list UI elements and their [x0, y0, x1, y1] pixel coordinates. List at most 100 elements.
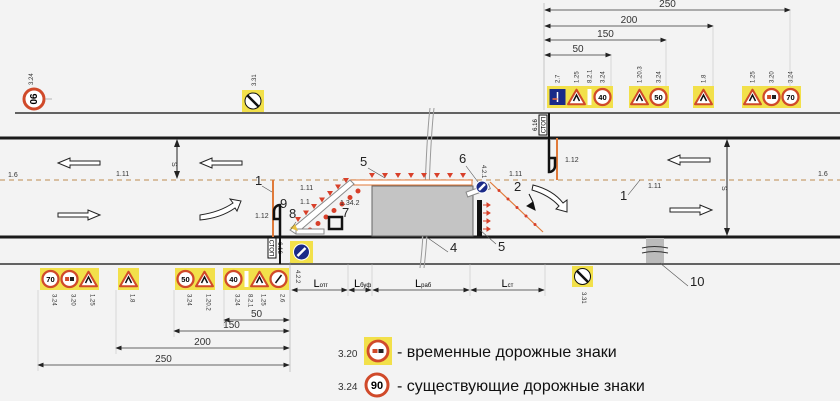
road-narrows-sign	[630, 88, 649, 106]
cone-icon	[369, 173, 375, 178]
no-overtaking-icon	[762, 87, 781, 107]
cone-icon	[447, 173, 453, 178]
cone-icon	[483, 202, 491, 208]
sign-code-label: 1.20.2	[205, 294, 211, 311]
cone-icon	[460, 173, 466, 178]
yield-to-oncoming-sign	[269, 269, 288, 289]
sign-code-label: 3.24	[234, 294, 240, 306]
length-subscript: отг	[320, 283, 329, 289]
legend-existing: 90	[364, 372, 390, 398]
length-label: Lраб	[415, 278, 432, 290]
end-of-restrictions-sign	[574, 268, 591, 285]
callout-leader	[261, 185, 273, 193]
marking-label-m16-right: 1.6	[818, 171, 828, 178]
marking-label-m112-left: 1.12	[255, 213, 269, 220]
sign-code-label: 3.24	[29, 73, 35, 85]
sign-4-2-2	[290, 241, 313, 263]
cone-icon	[524, 214, 528, 218]
sign-code-label: 4.2.1	[480, 165, 486, 179]
arrow-icon	[296, 247, 307, 257]
cone-icon	[515, 206, 519, 209]
arrow-icon	[274, 274, 283, 284]
speed-value: 50	[181, 275, 189, 284]
lane-direction-arrow-icon	[56, 157, 101, 169]
barrier-block	[295, 228, 325, 235]
callout-leader	[465, 165, 479, 183]
road-works-sign	[250, 270, 269, 288]
road-works-sign	[743, 88, 762, 106]
no-overtaking-icon	[366, 339, 390, 363]
cone-icon	[483, 210, 491, 216]
car-red-icon	[65, 277, 70, 281]
priority-over-oncoming-sign	[549, 89, 566, 105]
length-letter: L	[415, 278, 421, 290]
speed-limit-icon	[41, 269, 60, 289]
marking-label-m112-right: 1.12	[565, 157, 579, 164]
speed-value: 70	[786, 93, 794, 102]
dimension-top-2-label: 150	[597, 29, 614, 40]
cone-icon	[434, 173, 440, 178]
lane-direction-arrow-icon	[198, 157, 243, 169]
signal-light-unit-icon	[327, 215, 344, 231]
speed-limit-icon	[176, 269, 195, 289]
cone-icon	[335, 184, 341, 190]
sign-code-label: 1.25	[575, 71, 581, 83]
length-letter: L	[502, 278, 508, 290]
callout-c5a: 5	[360, 154, 367, 169]
cone-icon	[331, 208, 337, 213]
road-works-icon	[743, 88, 762, 106]
legend-text-existing: - существующие дорожные знаки	[397, 378, 645, 395]
sign-group-top-3: 1.8	[693, 74, 714, 108]
symbol-icon	[748, 93, 757, 102]
road-works-icon	[567, 88, 586, 106]
sign-group-bottom-2: 1.8	[118, 268, 139, 303]
callout-leader	[479, 229, 497, 245]
car-black-icon	[70, 277, 74, 281]
callout-c9: 9	[280, 196, 287, 211]
callout-c2: 2	[514, 179, 521, 194]
lane-arrow-right-1	[57, 209, 102, 221]
length-subscript: ст	[508, 283, 514, 289]
speed-limit-sign: 70	[41, 269, 60, 289]
callout-leader	[290, 221, 297, 230]
traffic-light-right-icon	[547, 140, 557, 174]
distance-plate-icon	[244, 271, 249, 287]
dimension-bottom-2-label: 200	[194, 337, 211, 348]
cone-icon	[355, 188, 361, 194]
car-black-icon	[378, 349, 384, 353]
speed-limit-icon	[781, 87, 800, 107]
length-subscript: буф	[360, 283, 371, 289]
bypass-arrow-icon	[199, 198, 242, 221]
car-red-icon	[372, 349, 378, 353]
barrier-end	[477, 200, 482, 236]
callout-leader	[424, 235, 449, 253]
legend-temporary	[364, 337, 392, 365]
dimension-bottom-1-label: 150	[223, 320, 240, 331]
lane-arrow-right-2	[669, 204, 714, 216]
callout-c5b: 5	[498, 239, 505, 254]
traffic-light-icon	[119, 270, 138, 288]
cone-icon	[347, 195, 353, 200]
legend-code: 3.20	[338, 349, 358, 360]
dimension-bottom-3-label: 250	[155, 354, 172, 365]
symbol-icon	[572, 93, 581, 102]
speed-value: 40	[229, 275, 237, 284]
cone-icon	[295, 217, 301, 222]
no-overtaking-sign	[366, 339, 390, 363]
sign-code-label: 3.31	[580, 292, 586, 304]
cone-icon	[421, 173, 427, 178]
length-subscript: раб	[421, 283, 432, 289]
stop-plate-text: СТОП	[268, 240, 274, 257]
marking-label-m111-a: 1.11	[116, 171, 129, 178]
width-label-right: S	[720, 186, 727, 191]
drainage-pipe	[646, 238, 664, 263]
marking-label-m111-c: 1.11	[509, 171, 522, 178]
road-works-icon	[250, 270, 269, 288]
sign-code-label: 2.7	[556, 74, 562, 83]
sign-code-label: 8.2.1	[588, 69, 594, 83]
sign-code-label: 3.20	[70, 294, 76, 306]
